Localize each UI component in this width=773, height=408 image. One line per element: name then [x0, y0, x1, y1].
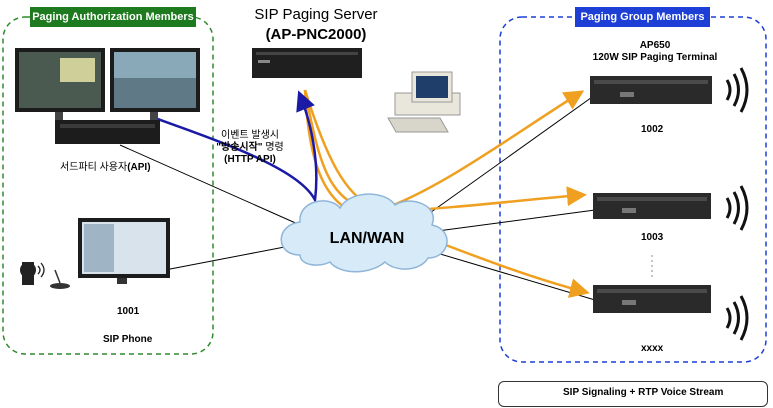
terminal-1003 — [593, 193, 711, 219]
speaker-waves-icon — [725, 67, 749, 113]
event-note-line2-bold: "방송시작" — [216, 142, 263, 153]
cloud-label: LAN/WAN — [329, 230, 405, 247]
terminal-extension: 1003 — [641, 232, 664, 243]
sip-phone-extension: 1001 — [117, 306, 140, 317]
legend-label: SIP Signaling + RTP Voice Stream — [563, 387, 724, 398]
event-note: 이벤트 발생시 "방송시작" 명령 (HTTP API) — [200, 130, 300, 166]
server-icon — [55, 120, 160, 144]
event-note-line2: "방송시작" 명령 — [200, 142, 300, 154]
event-note-line2-rest: 명령 — [262, 142, 284, 153]
signaling-line — [154, 90, 318, 205]
monitor-icon — [15, 48, 200, 120]
event-note-line1: 이벤트 발생시 — [221, 130, 279, 141]
server-model: (AP-PNC2000) — [265, 26, 367, 43]
terminal-model: AP650 — [639, 40, 671, 51]
terminal-extension: 1002 — [641, 124, 664, 135]
cloud-icon — [280, 193, 448, 273]
terminal-1002 — [590, 76, 712, 104]
server-icon — [252, 48, 362, 78]
third-party-label: 서드파티 사용자(API) — [60, 158, 151, 173]
legend: SIP Signaling + RTP Voice Stream — [498, 381, 768, 407]
third-party-label-suffix: (API) — [127, 162, 151, 173]
server-title: SIP Paging Server — [254, 6, 378, 23]
speaker-waves-icon — [725, 295, 749, 341]
left-group-title: Paging Authorization Members — [30, 7, 196, 27]
terminal-description: 120W SIP Paging Terminal — [592, 52, 718, 63]
terminal-extension: xxxx — [641, 343, 664, 354]
sip-phone-label: SIP Phone — [103, 334, 153, 345]
computer-icon — [78, 218, 170, 284]
third-party-label-prefix: 서드파티 사용자 — [60, 162, 128, 173]
computer-icon — [387, 71, 461, 133]
event-note-line3: (HTTP API) — [224, 154, 276, 165]
terminal-xxxx — [593, 285, 711, 313]
right-group-title: Paging Group Members — [575, 7, 710, 27]
person-speaking-icon — [20, 262, 45, 285]
speaker-waves-icon — [725, 185, 749, 231]
network-links — [119, 94, 596, 301]
microphone-icon — [50, 269, 70, 289]
